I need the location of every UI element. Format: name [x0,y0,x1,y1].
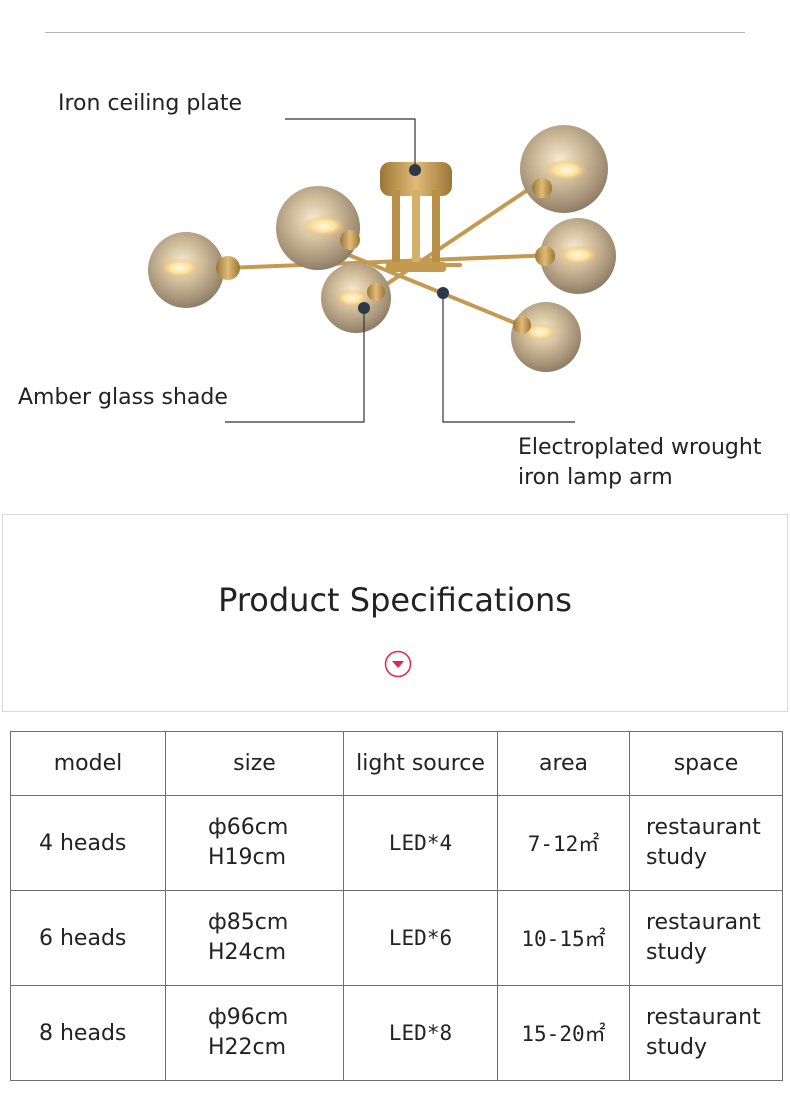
cell-size: ф96cm H22cm [165,985,344,1081]
cell-size: ф85cm H24cm [165,890,344,986]
spec-header-panel: Product Specifications [2,514,788,712]
cell-model: 8 heads [10,985,166,1081]
cell-height: H22cm [208,1035,287,1060]
cell-area: 15-20㎡ [497,985,630,1081]
header-area: area [497,731,630,796]
cell-height: H19cm [208,845,287,870]
cell-area: 10-15㎡ [497,890,630,986]
cell-space: restaurant study [629,795,783,891]
cell-light-source: LED*4 [343,795,498,891]
amber-glass-globes [148,125,616,372]
cell-diameter: ф96cm [208,1005,289,1030]
cell-light-source: LED*8 [343,985,498,1081]
chandelier-image [148,118,616,423]
cell-height: H24cm [208,940,287,965]
cell-model: 4 heads [10,795,166,891]
table-row: 6 heads ф85cm H24cm LED*6 10-15㎡ restaur… [10,890,783,986]
table-header-row: model size light source area space [10,731,783,796]
table-row: 8 heads ф96cm H22cm LED*8 15-20㎡ restaur… [10,985,783,1081]
cell-diameter: ф85cm [208,910,289,935]
cell-size: ф66cm H19cm [165,795,344,891]
cell-area: 7-12㎡ [497,795,630,891]
product-illustration: Iron ceiling plate Amber glass shade Ele… [0,40,790,510]
cell-space-2: study [646,845,708,870]
callout-lamp-arm-line2: iron lamp arm [518,465,673,490]
cell-model: 6 heads [10,890,166,986]
spec-title: Product Specifications [218,581,572,619]
cell-space: restaurant study [629,890,783,986]
cell-space: restaurant study [629,985,783,1081]
chevron-down-icon [384,650,412,678]
top-divider [45,32,745,33]
cell-space-1: restaurant [646,1005,761,1030]
cell-space-2: study [646,940,708,965]
cell-space-2: study [646,1035,708,1060]
cell-space-1: restaurant [646,815,761,840]
header-size: size [165,731,344,796]
header-light-source: light source [343,731,498,796]
spec-table: model size light source area space 4 hea… [10,731,783,1081]
header-model: model [10,731,166,796]
callout-ceiling-plate: Iron ceiling plate [58,91,243,116]
callout-lines [225,118,575,423]
callout-glass-shade: Amber glass shade [18,385,228,410]
callout-lamp-arm-line1: Electroplated wrought [518,435,762,460]
callout-dots [358,164,449,314]
ceiling-plate [380,162,452,272]
cell-space-1: restaurant [646,910,761,935]
table-row: 4 heads ф66cm H19cm LED*4 7-12㎡ restaura… [10,795,783,891]
header-space: space [629,731,783,796]
cell-light-source: LED*6 [343,890,498,986]
cell-diameter: ф66cm [208,815,289,840]
